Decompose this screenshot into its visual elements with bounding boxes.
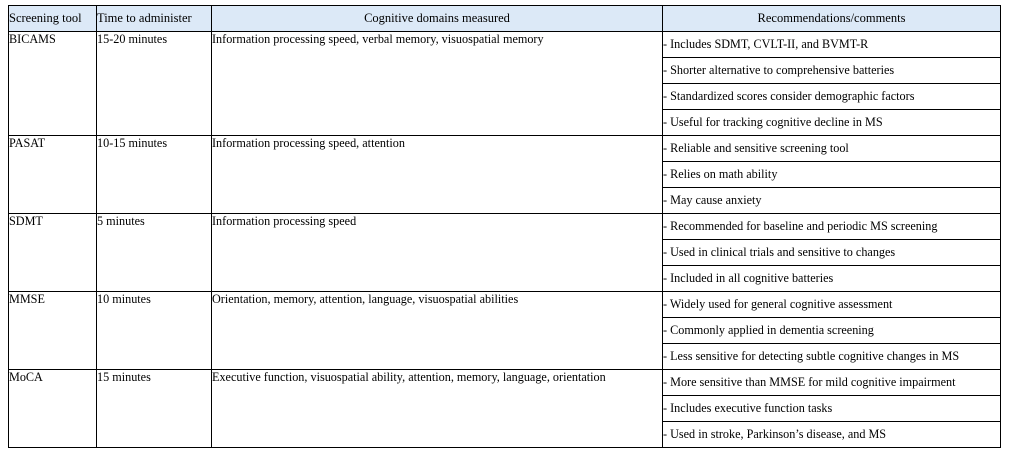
- cell-time-to-administer: 5 minutes: [96, 213, 212, 292]
- cell-time-to-administer: 10 minutes: [96, 291, 212, 370]
- cell-time-to-administer: 15-20 minutes: [96, 31, 212, 136]
- cell-screening-tool: MoCA: [8, 369, 97, 448]
- column-header-recommendations: Recommendations/comments: [662, 5, 1001, 32]
- cell-recommendation: - Standardized scores consider demograph…: [662, 83, 1001, 110]
- cell-recommendation: - Includes SDMT, CVLT-II, and BVMT-R: [662, 31, 1001, 58]
- cell-cognitive-domains: Information processing speed, verbal mem…: [211, 31, 663, 136]
- column-header-cognitive-domains: Cognitive domains measured: [211, 5, 663, 32]
- cell-cognitive-domains: Orientation, memory, attention, language…: [211, 291, 663, 370]
- column-header-time-to-administer: Time to administer: [96, 5, 212, 32]
- cell-screening-tool: SDMT: [8, 213, 97, 292]
- cell-time-to-administer: 10-15 minutes: [96, 135, 212, 214]
- screening-tools-table-container: Screening tool Time to administer Cognit…: [8, 5, 1001, 448]
- table-row: - Standardized scores consider demograph…: [9, 83, 1001, 110]
- cell-recommendation: - Reliable and sensitive screening tool: [662, 135, 1001, 162]
- table-row: - Commonly applied in dementia screening: [9, 317, 1001, 344]
- table-header: Screening tool Time to administer Cognit…: [8, 5, 1001, 32]
- screening-tools-table: Screening tool Time to administer Cognit…: [8, 5, 1001, 448]
- table-row: - Shorter alternative to comprehensive b…: [9, 57, 1001, 84]
- cell-recommendation: - Recommended for baseline and periodic …: [662, 213, 1001, 240]
- cell-recommendation: - More sensitive than MMSE for mild cogn…: [662, 369, 1001, 396]
- cell-time-to-administer: 15 minutes: [96, 369, 212, 448]
- table-row: - Less sensitive for detecting subtle co…: [9, 343, 1001, 370]
- cell-screening-tool: MMSE: [8, 291, 97, 370]
- table-row: - Relies on math ability: [9, 161, 1001, 188]
- cell-recommendation: - Commonly applied in dementia screening: [662, 317, 1001, 344]
- cell-recommendation: - Shorter alternative to comprehensive b…: [662, 57, 1001, 84]
- cell-cognitive-domains: Information processing speed: [211, 213, 663, 292]
- header-row: Screening tool Time to administer Cognit…: [8, 5, 1001, 32]
- cell-screening-tool: PASAT: [8, 135, 97, 214]
- cell-recommendation: - Used in clinical trials and sensitive …: [662, 239, 1001, 266]
- cell-recommendation: - Included in all cognitive batteries: [662, 265, 1001, 292]
- table-row: - Included in all cognitive batteries: [9, 265, 1001, 292]
- table-row: - Used in stroke, Parkinson’s disease, a…: [9, 421, 1001, 448]
- cell-cognitive-domains: Information processing speed, attention: [211, 135, 663, 214]
- cell-recommendation: - May cause anxiety: [662, 187, 1001, 214]
- table-row: - Includes executive function tasks: [9, 395, 1001, 422]
- cell-recommendation: - Used in stroke, Parkinson’s disease, a…: [662, 421, 1001, 448]
- cell-recommendation: - Relies on math ability: [662, 161, 1001, 188]
- cell-recommendation: - Useful for tracking cognitive decline …: [662, 109, 1001, 136]
- column-header-screening-tool: Screening tool: [8, 5, 97, 32]
- cell-recommendation: - Less sensitive for detecting subtle co…: [662, 343, 1001, 370]
- cell-recommendation: - Includes executive function tasks: [662, 395, 1001, 422]
- table-row: - Used in clinical trials and sensitive …: [9, 239, 1001, 266]
- cell-cognitive-domains: Executive function, visuospatial ability…: [211, 369, 663, 448]
- cell-screening-tool: BICAMS: [8, 31, 97, 136]
- cell-recommendation: - Widely used for general cognitive asse…: [662, 291, 1001, 318]
